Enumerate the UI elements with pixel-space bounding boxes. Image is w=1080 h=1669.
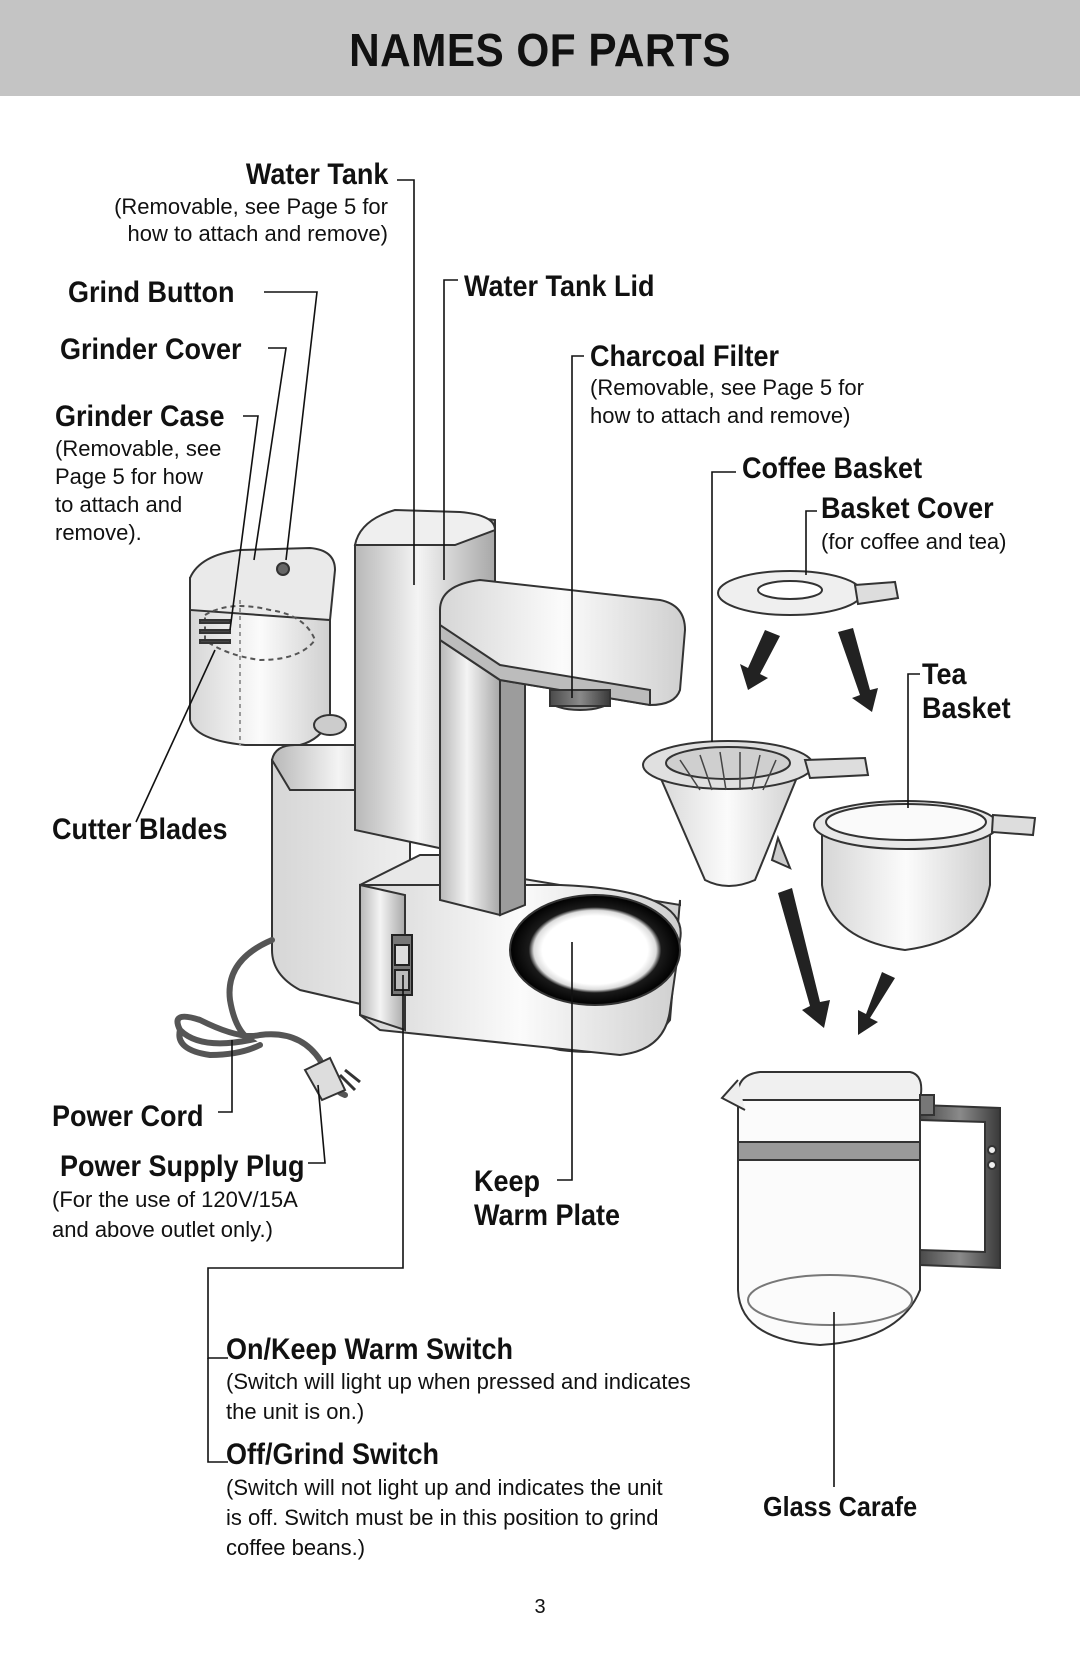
power-plug-shape [303,1056,361,1102]
keep-warm-plate-label-2: Warm Plate [474,1199,621,1232]
power-supply-plug-label: Power Supply Plug [60,1150,305,1183]
assembly-arrows [740,628,895,1035]
grinder-case-note-1: (Removable, see [55,436,222,461]
water-tank-label: Water Tank [245,158,388,191]
off-grind-switch-note-3: coffee beans.) [226,1535,366,1560]
glass-carafe-label: Glass Carafe [763,1491,918,1522]
off-grind-switch-label: Off/Grind Switch [226,1438,440,1471]
coffee-basket-label: Coffee Basket [742,452,923,485]
charcoal-filter-note-1: (Removable, see Page 5 for [590,375,864,400]
basket-cover-note: (for coffee and tea) [821,529,1007,554]
tea-basket-shape [813,800,1037,952]
charcoal-filter-label: Charcoal Filter [590,340,780,373]
keep-warm-plate-shape [509,894,681,1006]
basket-cover-shape [717,570,900,616]
power-cord-label: Power Cord [52,1100,204,1133]
grinder-case-note-2: Page 5 for how [55,464,203,489]
switch-panel [391,934,413,996]
on-keep-warm-switch-note-1: (Switch will light up when pressed and i… [226,1369,691,1394]
title-bar: NAMES OF PARTS [0,0,1080,96]
water-tank-lid-label: Water Tank Lid [464,270,655,303]
tower-arm [439,578,687,917]
grinder-case-note-4: remove). [55,520,142,545]
grinder-case-label: Grinder Case [55,400,225,433]
water-tank-note-2: how to attach and remove) [127,221,388,246]
glass-carafe-shape [720,1071,1001,1347]
on-keep-warm-switch-label: On/Keep Warm Switch [226,1333,514,1366]
tea-basket-label-2: Basket [922,692,1011,725]
on-keep-warm-switch-note-2: the unit is on.) [226,1399,365,1424]
grind-button-label: Grind Button [68,276,235,309]
keep-warm-plate-label-1: Keep [474,1165,541,1198]
grinder-cover-label: Grinder Cover [60,333,242,366]
cutter-blades-label: Cutter Blades [52,813,228,846]
leader-lines [135,179,920,1487]
page-number: 3 [534,1596,546,1618]
drip-platform [359,854,682,1057]
basket-cover-label: Basket Cover [821,492,994,525]
grinder-case-note-3: to attach and [55,492,183,517]
charcoal-filter-note-2: how to attach and remove) [590,403,851,428]
power-supply-plug-note-2: and above outlet only.) [52,1217,273,1242]
power-supply-plug-note-1: (For the use of 120V/15A [52,1187,298,1212]
grinder-shape [189,546,347,746]
water-tank-note-1: (Removable, see Page 5 for [114,194,388,219]
off-grind-switch-note-1: (Switch will not light up and indicates … [226,1475,663,1500]
power-cord-shape [174,937,348,1098]
coffee-basket-shape [642,740,870,887]
page-title: NAMES OF PARTS [349,24,731,76]
tea-basket-label-1: Tea [922,658,967,691]
off-grind-switch-note-2: is off. Switch must be in this position … [226,1505,659,1530]
